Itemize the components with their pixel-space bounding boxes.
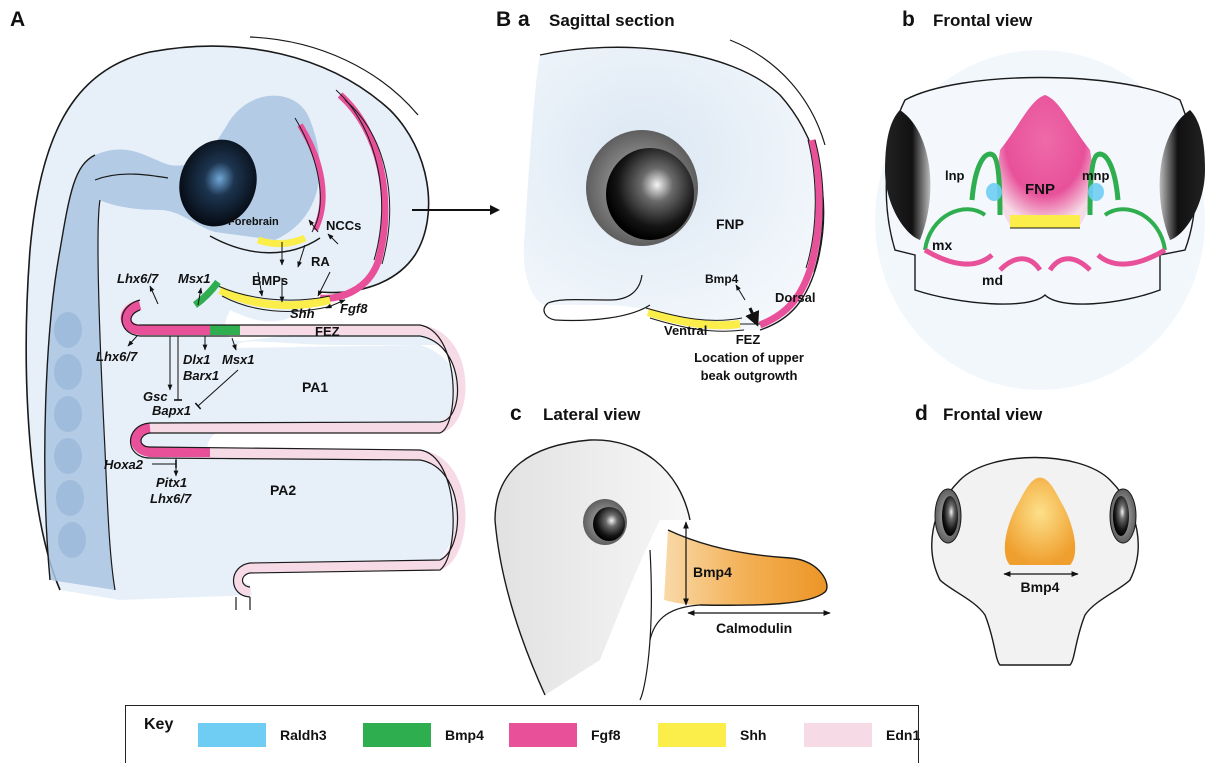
panel-title-bc: Lateral view: [543, 405, 640, 425]
label-msx1-top: Msx1: [178, 271, 211, 286]
label-mnp: mnp: [1082, 168, 1110, 183]
label-fez-a: FEZ: [315, 324, 340, 339]
legend-item-fgf8: Fgf8: [509, 723, 621, 747]
label-lhx67-top: Lhx6/7: [117, 271, 159, 286]
label-lhx67-mid: Lhx6/7: [96, 349, 138, 364]
panel-a-embryo: [26, 37, 460, 610]
label-pa2: PA2: [270, 482, 296, 498]
legend-item-shh: Shh: [658, 723, 766, 747]
label-forebrain: Forebrain: [228, 216, 279, 228]
legend-swatch-bmp4: [363, 723, 431, 747]
legend-label-shh: Shh: [740, 727, 766, 743]
legend-item-bmp4: Bmp4: [363, 723, 484, 747]
legend-title: Key: [144, 716, 173, 734]
panel-title-bb: Frontal view: [933, 11, 1032, 31]
label-bapx1: Bapx1: [152, 403, 191, 418]
label-nccs: NCCs: [326, 218, 361, 233]
label-barx1: Barx1: [183, 368, 219, 383]
label-fez-ba: FEZ: [736, 332, 761, 347]
label-dlx1: Dlx1: [183, 352, 210, 367]
legend-swatch-shh: [658, 723, 726, 747]
legend-swatch-fgf8: [509, 723, 577, 747]
panel-bc-duck: [495, 440, 830, 700]
legend-label-edn1: Edn1: [886, 727, 920, 743]
label-shh-a: Shh: [290, 306, 315, 321]
panel-label-bc: c: [510, 402, 522, 426]
legend-label-fgf8: Fgf8: [591, 727, 621, 743]
panel-label-bb: b: [902, 8, 915, 32]
legend-swatch-edn1: [804, 723, 872, 747]
label-dorsal: Dorsal: [775, 290, 815, 305]
label-bmp4-ba: Bmp4: [705, 272, 739, 286]
panel-label-bd: d: [915, 402, 928, 426]
label-gsc: Gsc: [143, 389, 168, 404]
label-pitx1: Pitx1: [156, 475, 187, 490]
label-fgf8-a: Fgf8: [340, 301, 368, 316]
label-fnp-b: FNP: [1025, 181, 1055, 198]
label-bmp4-bd: Bmp4: [1021, 579, 1060, 595]
panel-label-a: A: [10, 8, 25, 32]
legend-label-bmp4: Bmp4: [445, 727, 484, 743]
panel-label-ba: a: [518, 8, 530, 32]
label-ra: RA: [311, 254, 330, 269]
label-location-2: beak outgrowth: [701, 368, 798, 383]
legend-key: Key Raldh3 Bmp4 Fgf8 Shh Edn1: [125, 705, 919, 763]
legend-item-raldh3: Raldh3: [198, 723, 327, 747]
label-hoxa2: Hoxa2: [104, 457, 144, 472]
label-md: md: [982, 272, 1003, 288]
label-pa1: PA1: [302, 379, 328, 395]
panel-title-ba: Sagittal section: [549, 11, 675, 31]
label-lhx67-bottom: Lhx6/7: [150, 491, 192, 506]
label-calmodulin: Calmodulin: [716, 620, 792, 636]
label-location-1: Location of upper: [694, 350, 804, 365]
panel-label-b: B: [496, 8, 511, 32]
panel-bb-frontal: [875, 50, 1205, 390]
panel-ba-sagittal: [524, 40, 825, 331]
panel-title-bd: Frontal view: [943, 405, 1042, 425]
legend-swatch-raldh3: [198, 723, 266, 747]
label-bmp4-bc: Bmp4: [693, 564, 732, 580]
label-msx1-mid: Msx1: [222, 352, 255, 367]
label-bmps: BMPs: [252, 273, 288, 288]
legend-item-edn1: Edn1: [804, 723, 920, 747]
panel-bd-frontal-duck: [932, 458, 1138, 666]
label-mx: mx: [932, 237, 952, 253]
label-lnp: lnp: [945, 168, 965, 183]
legend-label-raldh3: Raldh3: [280, 727, 327, 743]
label-ventral: Ventral: [664, 323, 707, 338]
label-fnp-a: FNP: [716, 216, 744, 232]
